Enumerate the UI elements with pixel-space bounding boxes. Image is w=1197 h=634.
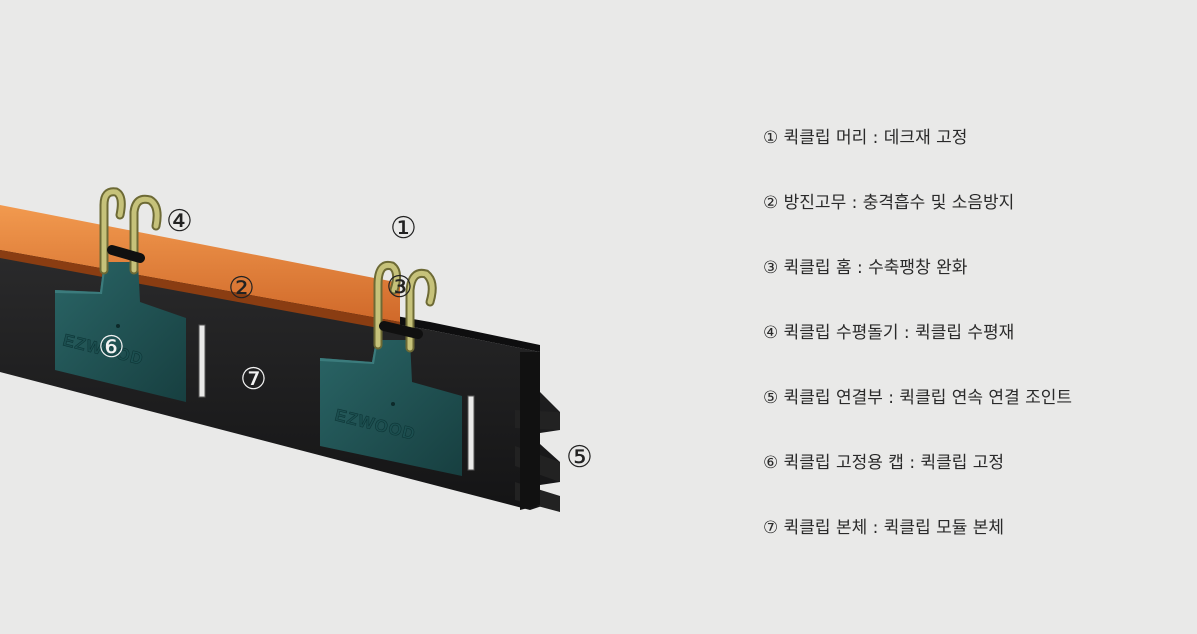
quick-clip-product-illustration: EZWOOD EZWOOD ① ② ③ ④ ⑤ ⑥ ⑦: [0, 187, 593, 512]
expansion-slot: [467, 395, 475, 471]
component-legend: ① 퀵클립 머리 : 데크재 고정 ② 방진고무 : 충격흡수 및 소음방지 ③…: [763, 124, 1183, 579]
callout-3: ③: [386, 270, 413, 305]
clip-head-left: [99, 187, 162, 275]
legend-item: ① 퀵클립 머리 : 데크재 고정: [763, 128, 968, 148]
legend-item: ③ 퀵클립 홈 : 수축팽창 완화: [763, 258, 968, 278]
callout-2: ②: [228, 271, 255, 306]
callout-4: ④: [166, 204, 193, 239]
callout-1: ①: [390, 211, 417, 246]
fixing-cap-left: EZWOOD: [55, 262, 186, 402]
clip-head-right: [373, 260, 437, 353]
callout-7: ⑦: [240, 362, 267, 397]
callout-6: ⑥: [98, 330, 125, 365]
expansion-slot: [198, 324, 206, 398]
legend-item: ⑥ 퀵클립 고정용 캡 : 퀵클립 고정: [763, 453, 1005, 473]
legend-item: ② 방진고무 : 충격흡수 및 소음방지: [763, 193, 1015, 213]
legend-item: ④ 퀵클립 수평돌기 : 퀵클립 수평재: [763, 323, 1015, 343]
legend-item: ⑦ 퀵클립 본체 : 퀵클립 모듈 본체: [763, 518, 1005, 538]
fixing-cap-right: EZWOOD: [320, 340, 462, 476]
legend-item: ⑤ 퀵클립 연결부 : 퀵클립 연속 연결 조인트: [763, 388, 1073, 408]
callout-5: ⑤: [566, 440, 593, 475]
